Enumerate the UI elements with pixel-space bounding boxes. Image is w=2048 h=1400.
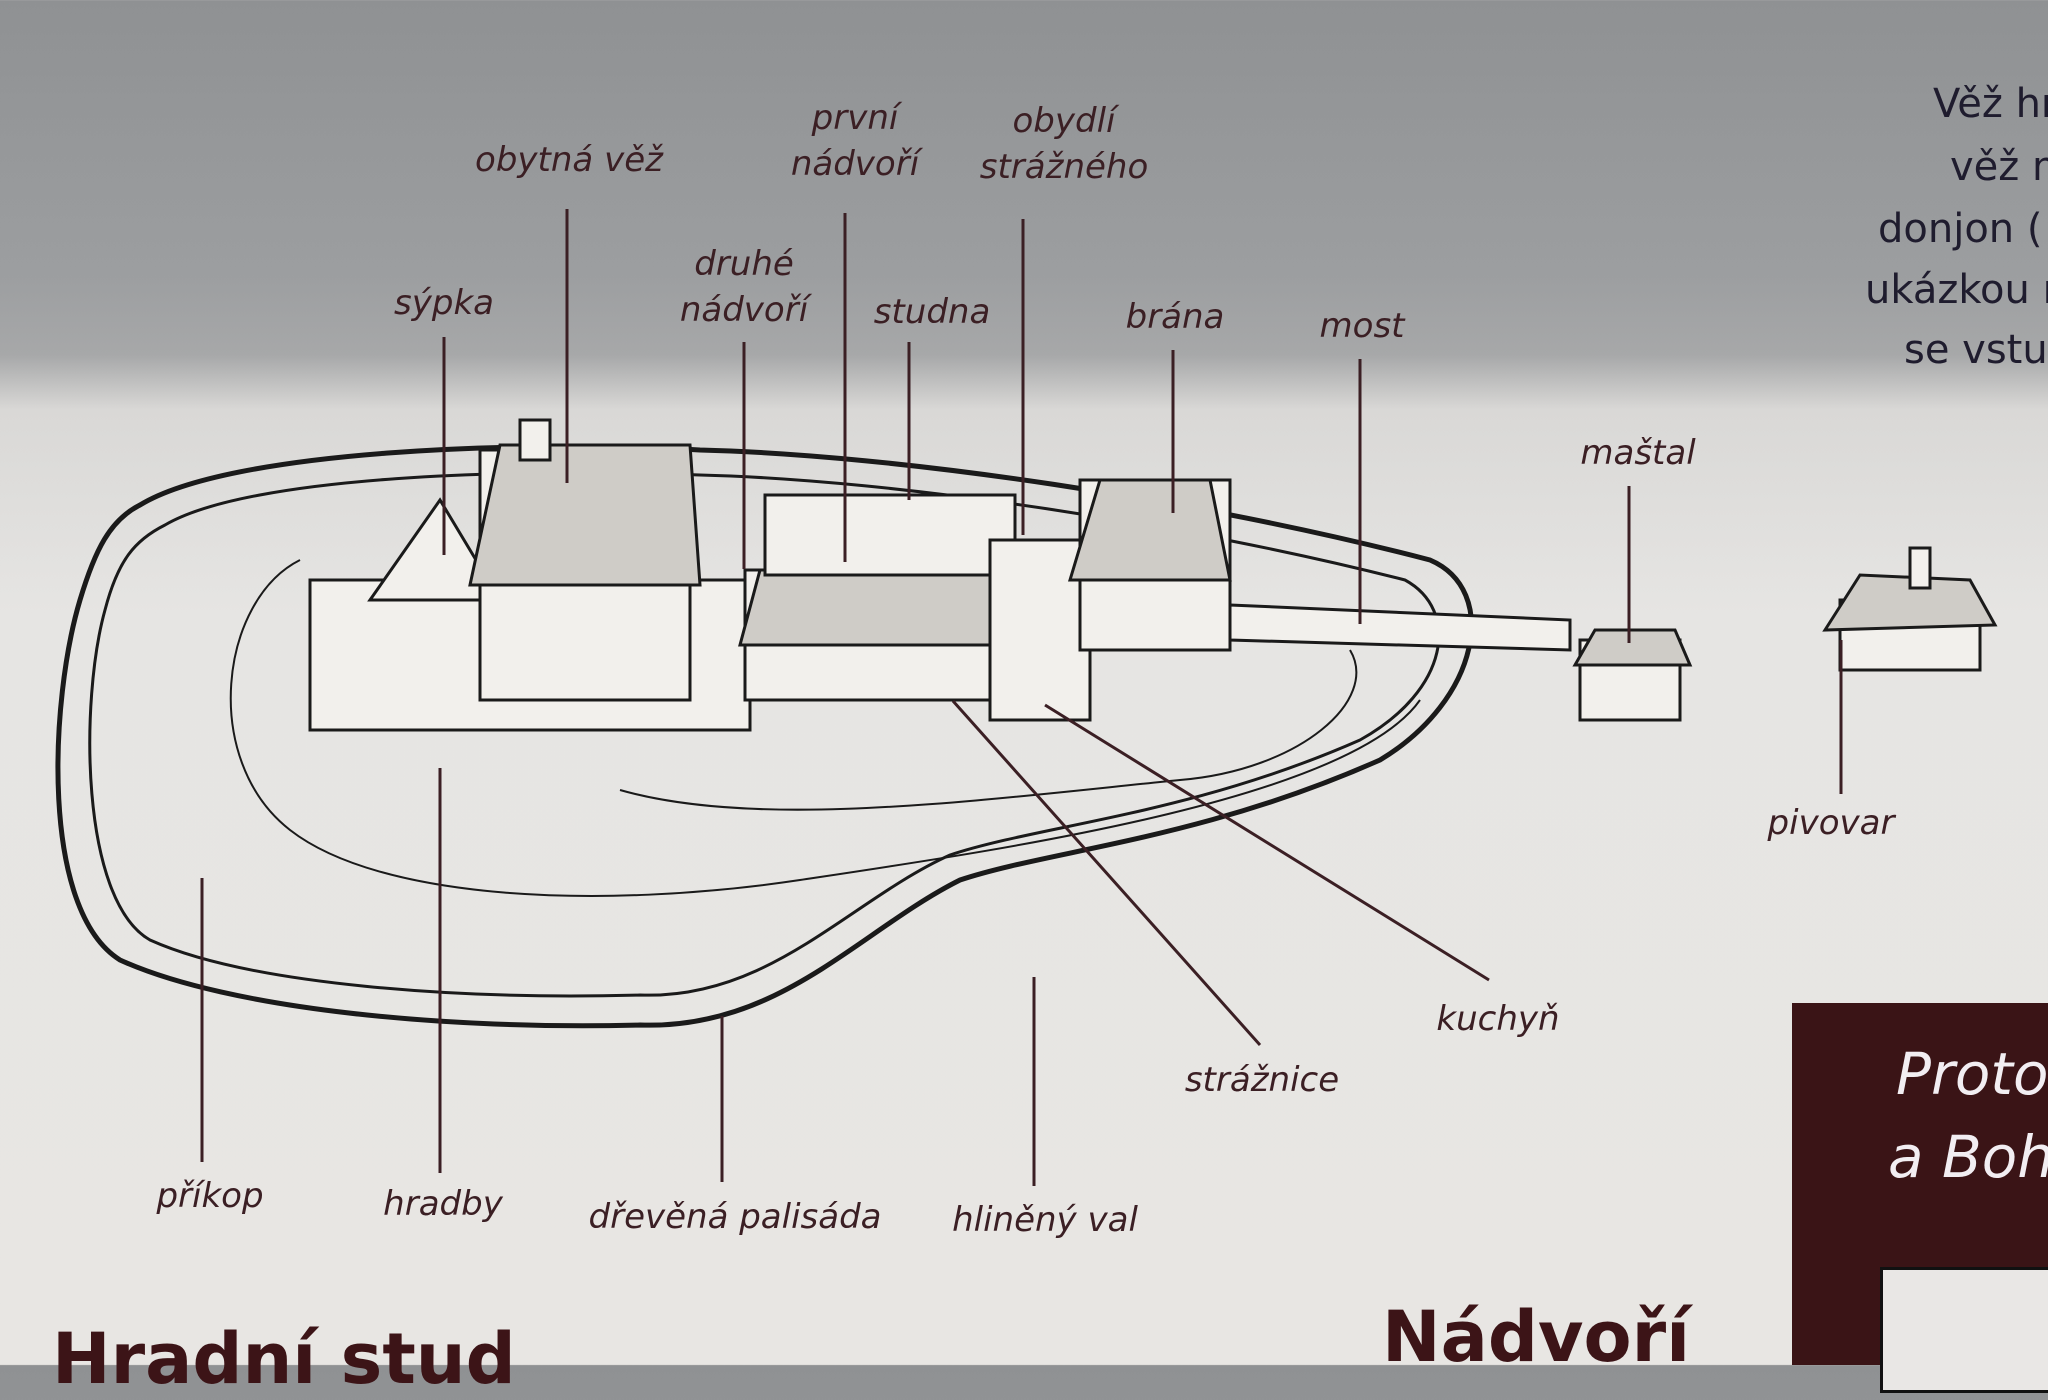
label-brana: brána	[1125, 297, 1225, 337]
label-straznice: strážnice	[1184, 1060, 1340, 1100]
label-line: nádvoří	[790, 144, 920, 184]
label-line: obydlí	[1012, 101, 1116, 141]
label-studna: studna	[873, 292, 991, 332]
label-obydli-strazneho: obydlí strážného	[980, 98, 1149, 190]
rampart-line	[619, 649, 1358, 811]
moat-line	[229, 559, 1421, 897]
info-box-illustration	[1880, 1267, 2048, 1393]
label-prvni-nadvori: první nádvoří	[791, 95, 919, 187]
label-line: druhé	[694, 244, 794, 284]
side-text-line: se vstu	[1904, 327, 2048, 373]
label-obytna-vez: obytná věž	[475, 140, 663, 180]
label-kuchyn: kuchyň	[1436, 999, 1560, 1039]
side-text-line: donjon (	[1878, 206, 2043, 252]
label-most: most	[1319, 306, 1405, 346]
label-hlineny-val: hliněný val	[952, 1200, 1138, 1240]
side-text-line: Věž hr	[1933, 81, 2048, 127]
palisade-inner	[88, 471, 1441, 998]
label-line: strážného	[979, 147, 1149, 187]
label-pivovar: pivovar	[1767, 803, 1895, 843]
castle-buildings	[308, 418, 1998, 732]
label-line: nádvoří	[679, 290, 809, 330]
palisade-outer	[55, 444, 1474, 1029]
side-text-line: ukázkou r	[1865, 267, 2048, 313]
label-hradby: hradby	[383, 1184, 503, 1224]
heading-nadvori: Nádvoří	[1382, 1296, 1691, 1378]
label-sypka: sýpka	[394, 283, 494, 323]
info-box-title-line: Proto	[1896, 1040, 2048, 1108]
leader-lines	[200, 209, 1843, 1186]
label-prikop: příkop	[156, 1176, 264, 1216]
label-mastal: maštal	[1580, 433, 1696, 473]
label-drevena-palisada: dřevěná palisáda	[588, 1197, 882, 1237]
info-box-title-line: a Boh	[1888, 1123, 2048, 1191]
info-box: Proto a Boh	[1792, 1003, 2048, 1393]
castle-drawing	[55, 209, 1998, 1186]
label-line: první	[811, 98, 899, 138]
heading-hradni-studna: Hradní stud	[52, 1318, 516, 1400]
label-druhe-nadvori: druhé nádvoří	[680, 241, 808, 333]
side-text-line: věž m	[1950, 144, 2048, 190]
